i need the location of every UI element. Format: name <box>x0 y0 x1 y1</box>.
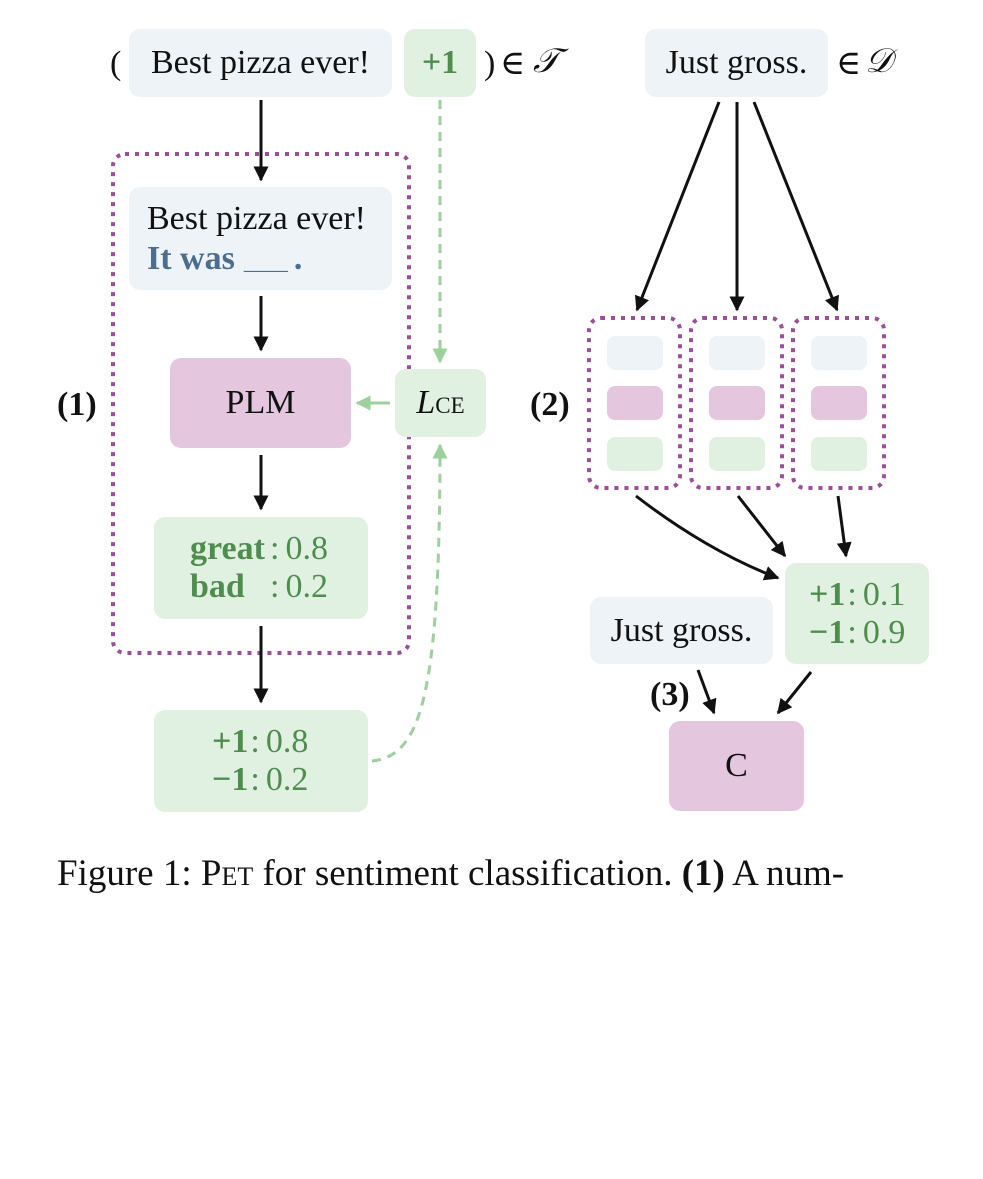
soft-label-prob: 0.1 <box>862 575 906 613</box>
caption-method: Pet <box>201 853 253 894</box>
loss-box: L CE <box>395 369 486 437</box>
training-label-box: +1 <box>404 29 476 97</box>
label-dist-prob: 0.8 <box>265 723 309 760</box>
arrow-model-1-to-soft-labels <box>635 494 780 581</box>
figure-caption: Figure 1: Pet for sentiment classificati… <box>57 852 844 895</box>
training-set-symbol: 𝒯 <box>533 43 560 80</box>
pattern-mask: ____ <box>243 248 288 274</box>
ensemble-frame-2 <box>689 316 784 490</box>
soft-label-prob: 0.9 <box>862 613 906 651</box>
pattern-period: . <box>293 239 303 277</box>
verbalizer-word: great <box>190 530 265 567</box>
label-dist-row: +1 : 0.8 <box>212 725 368 759</box>
classifier-input-box: Just gross. <box>590 597 773 664</box>
verbalizer-box: great : 0.8 bad : 0.2 <box>154 517 368 619</box>
pattern-box: Best pizza ever! It was ____ . <box>129 187 392 290</box>
caption-tail: A num- <box>732 853 845 894</box>
unlabeled-set-symbol: 𝒟 <box>865 43 893 80</box>
arrow-dist-to-loss <box>371 443 448 763</box>
plm-box: PLM <box>170 358 351 448</box>
open-paren: ( <box>110 45 122 82</box>
caption-prefix: Figure 1: <box>57 853 192 894</box>
stage-label-1: (1) <box>57 386 97 423</box>
arrow-soft-labels-to-classifier <box>776 671 813 715</box>
plm-label: PLM <box>225 384 296 421</box>
classifier-input-text: Just gross. <box>610 611 753 649</box>
training-example-box: Best pizza ever! <box>129 29 392 97</box>
stage-label-2: (2) <box>530 386 570 423</box>
classifier-label: C <box>725 747 748 784</box>
member-symbol-t: ∈ <box>500 45 526 82</box>
ensemble-2-input-block <box>709 336 765 370</box>
label-dist-label: −1 <box>212 761 249 798</box>
ensemble-1-output-block <box>607 437 663 471</box>
caption-ref: (1) <box>681 853 725 894</box>
verbalizer-prob: 0.2 <box>285 568 328 605</box>
verbalizer-row: bad : 0.2 <box>190 570 368 604</box>
label-dist-sep: : <box>250 761 260 798</box>
loss-label: L CE <box>416 386 464 420</box>
ensemble-frame-3 <box>791 316 886 490</box>
loss-symbol: L <box>416 384 436 421</box>
soft-label-row: −1 : 0.9 <box>809 613 929 651</box>
ensemble-2-model-block <box>709 386 765 420</box>
verbalizer-row: great : 0.8 <box>190 532 368 566</box>
ensemble-3-output-block <box>811 437 867 471</box>
soft-label-label: −1 <box>809 613 846 651</box>
arrow-unlabeled-to-model-3 <box>752 101 839 312</box>
label-dist-sep: : <box>250 723 260 760</box>
classifier-box: C <box>669 721 804 811</box>
unlabeled-example-text: Just gross. <box>665 44 808 81</box>
ensemble-1-input-block <box>607 336 663 370</box>
soft-label-label: +1 <box>809 575 846 613</box>
verbalizer-word: bad <box>190 568 245 605</box>
caption-method-initial: P <box>200 853 222 894</box>
ensemble-2-output-block <box>709 437 765 471</box>
training-example-text: Best pizza ever! <box>151 44 370 81</box>
caption-method-rest: et <box>221 853 254 894</box>
close-paren: ) <box>484 45 496 82</box>
arrow-model-3-to-soft-labels <box>836 495 852 558</box>
label-distribution-box: +1 : 0.8 −1 : 0.2 <box>154 710 368 812</box>
caption-text: for sentiment classification. <box>262 853 673 894</box>
label-dist-prob: 0.2 <box>265 761 309 798</box>
verbalizer-sep: : <box>270 530 280 567</box>
arrow-model-2-to-soft-labels <box>736 495 787 558</box>
stage-label-3: (3) <box>650 676 690 713</box>
training-label: +1 <box>421 44 459 81</box>
verbalizer-prob: 0.8 <box>285 530 328 567</box>
soft-label-row: +1 : 0.1 <box>809 575 929 613</box>
pattern-prompt: It was <box>147 239 235 277</box>
loss-subscript: CE <box>435 393 465 418</box>
ensemble-1-model-block <box>607 386 663 420</box>
label-dist-label: +1 <box>212 723 249 760</box>
unlabeled-example-box: Just gross. <box>645 29 828 97</box>
soft-label-sep: : <box>847 575 857 613</box>
verbalizer-sep: : <box>270 568 280 605</box>
ensemble-3-input-block <box>811 336 867 370</box>
ensemble-frame-1 <box>587 316 682 490</box>
soft-label-sep: : <box>847 613 857 651</box>
soft-labels-box: +1 : 0.1 −1 : 0.9 <box>785 563 929 664</box>
arrow-unlabeled-to-model-1 <box>634 101 721 312</box>
label-dist-row: −1 : 0.2 <box>212 763 368 797</box>
arrow-input-to-classifier <box>696 669 717 715</box>
member-symbol-d: ∈ <box>836 45 862 82</box>
pattern-line-2: It was ____ . <box>147 239 392 277</box>
ensemble-3-model-block <box>811 386 867 420</box>
pattern-line-1: Best pizza ever! <box>147 199 366 237</box>
